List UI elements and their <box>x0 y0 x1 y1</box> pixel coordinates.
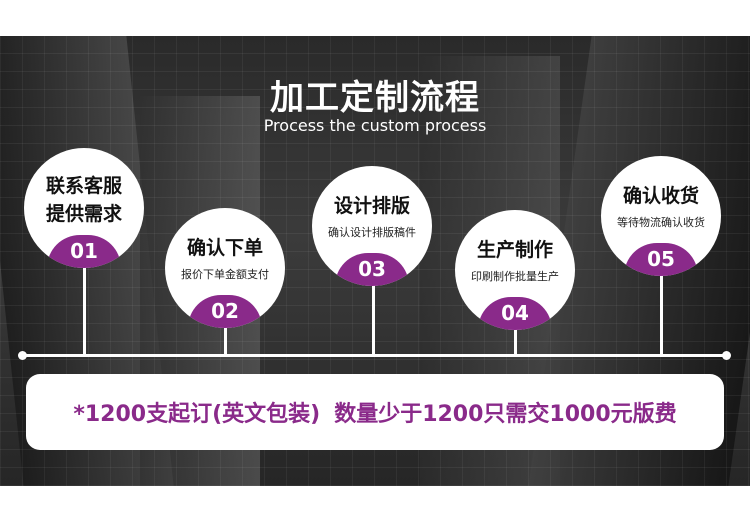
step-circle-03: 设计排版 确认设计排版稿件 03 <box>312 166 432 286</box>
connector-03 <box>372 284 375 356</box>
step-label: 确认下单 <box>165 234 285 262</box>
step-number-badge: 01 <box>47 235 121 268</box>
step-label: 确认收货 <box>601 182 721 210</box>
process-background: 加工定制流程 Process the custom process 联系客服 提… <box>0 36 750 486</box>
step-number-badge: 05 <box>624 243 698 276</box>
connector-04 <box>514 328 517 356</box>
step-label: 设计排版 <box>312 192 432 220</box>
step-description: 确认设计排版稿件 <box>312 224 432 240</box>
step-description: 等待物流确认收货 <box>601 214 721 230</box>
step-label: 生产制作 <box>455 236 575 264</box>
step-circle-02: 确认下单 报价下单金额支付 02 <box>165 208 285 328</box>
page-title: 加工定制流程 <box>0 70 750 119</box>
connector-05 <box>660 274 663 356</box>
step-description: 印刷制作批量生产 <box>455 268 575 284</box>
page-subtitle: Process the custom process <box>0 116 750 135</box>
minimum-order-text: *1200支起订(英文包装) <box>73 396 320 428</box>
plate-fee-text: 数量少于1200只需交1000元版费 <box>334 396 676 428</box>
step-label-line2: 提供需求 <box>24 200 144 228</box>
connector-01 <box>83 266 86 356</box>
minimum-order-banner: *1200支起订(英文包装) 数量少于1200只需交1000元版费 <box>26 374 724 450</box>
step-circle-01: 联系客服 提供需求 01 <box>24 148 144 268</box>
connector-02 <box>224 326 227 356</box>
step-circle-04: 生产制作 印刷制作批量生产 04 <box>455 210 575 330</box>
step-circle-05: 确认收货 等待物流确认收货 05 <box>601 156 721 276</box>
step-description: 报价下单金额支付 <box>165 266 285 282</box>
step-number-badge: 04 <box>478 297 552 330</box>
timeline-start-dot <box>18 351 27 360</box>
step-number-badge: 02 <box>188 295 262 328</box>
timeline-end-dot <box>722 351 731 360</box>
step-number-badge: 03 <box>335 253 409 286</box>
step-label-line1: 联系客服 <box>24 172 144 200</box>
